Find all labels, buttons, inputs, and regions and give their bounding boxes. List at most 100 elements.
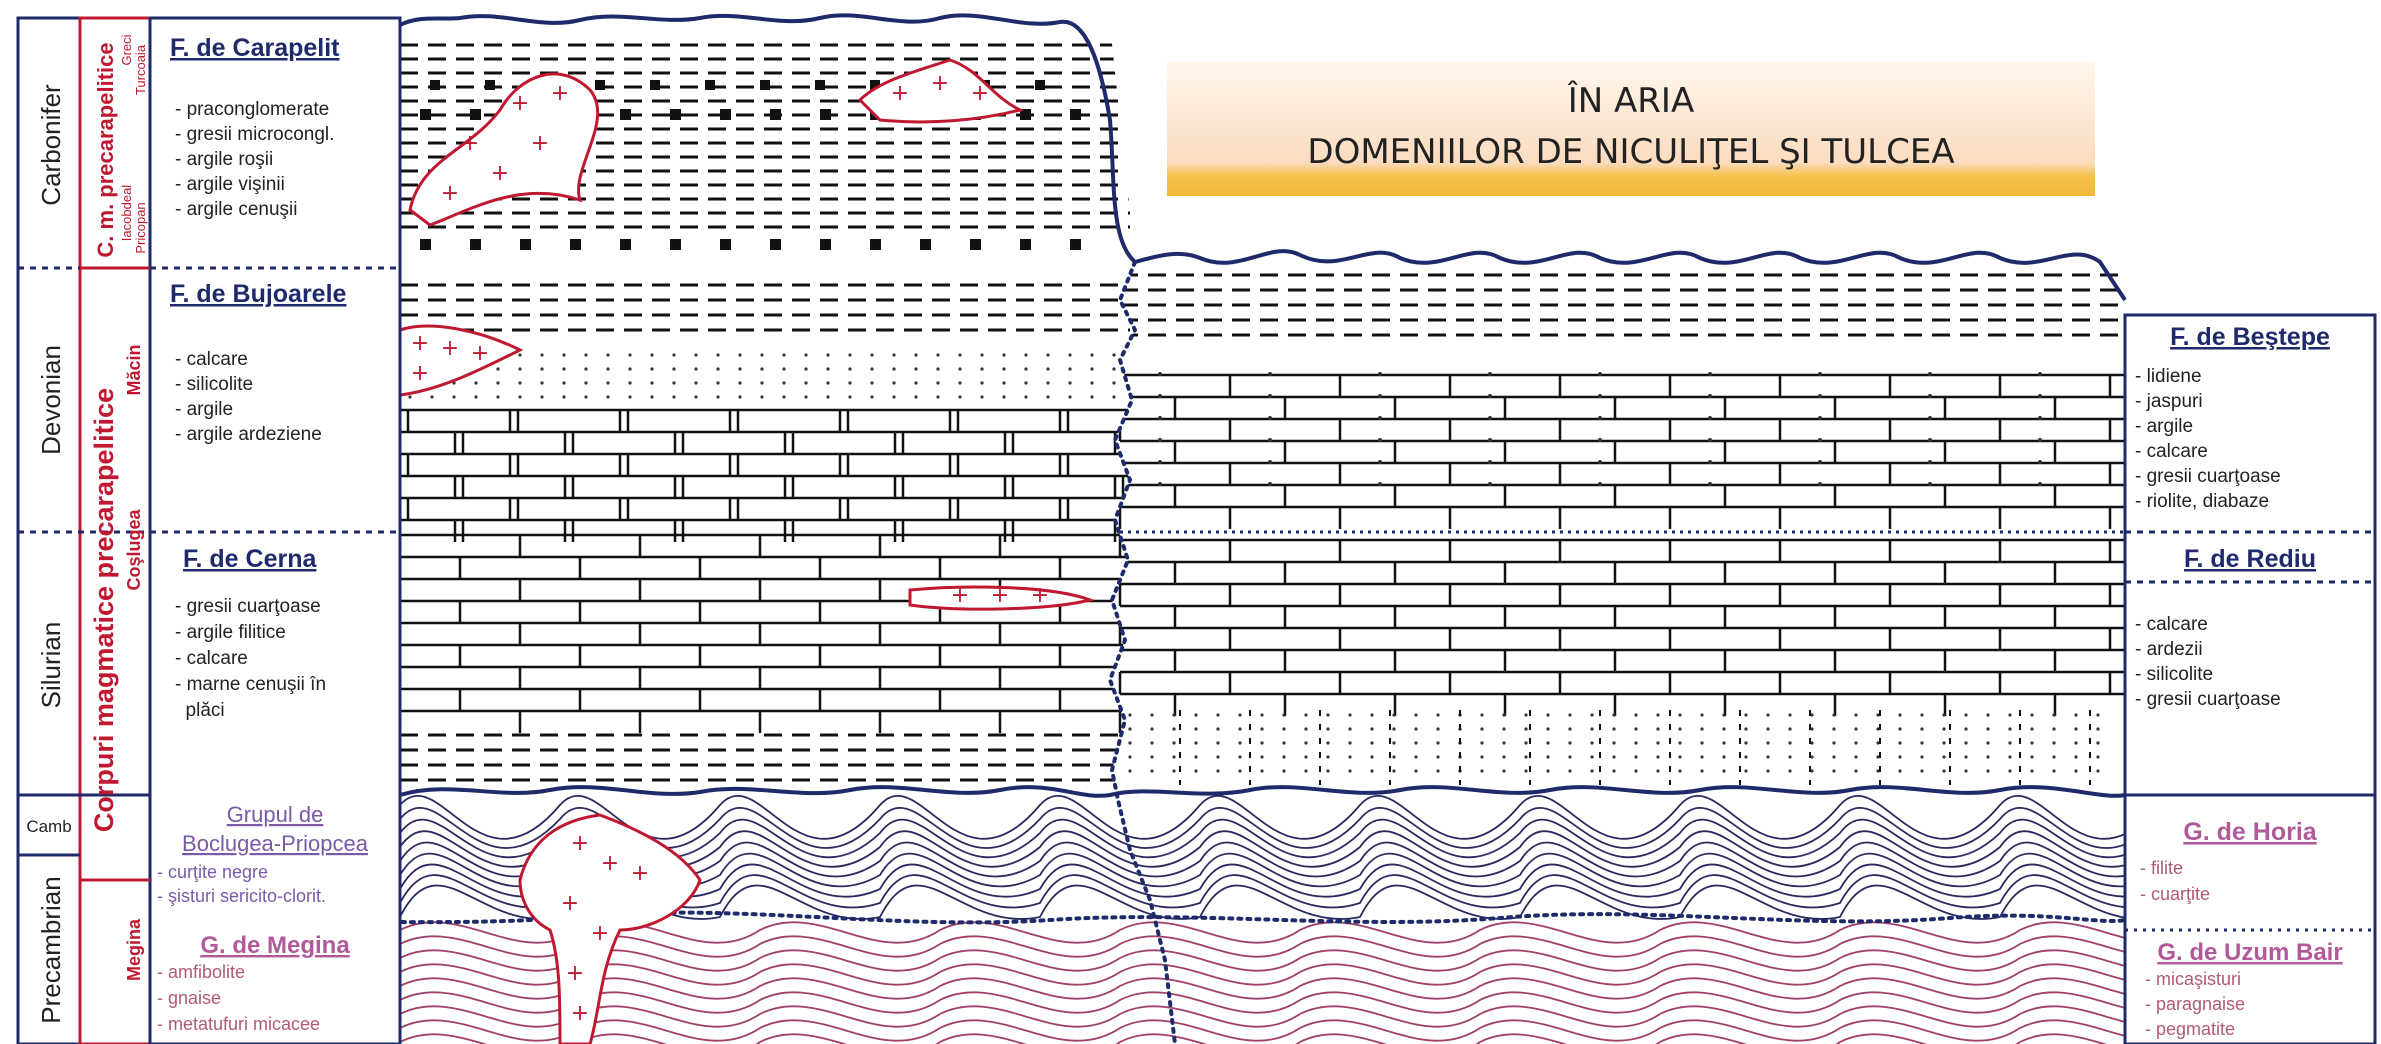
period-cambrian: Camb (26, 817, 71, 836)
svg-text:+: + (971, 81, 989, 106)
list-item: - riolite, diabaze (2135, 491, 2269, 512)
svg-text:+: + (1031, 583, 1049, 608)
svg-text:+: + (471, 341, 489, 366)
svg-text:+: + (441, 181, 459, 206)
list-item: - calcare (2135, 441, 2208, 462)
list-item: - filite (2140, 858, 2183, 878)
list-item: - calcare (175, 648, 248, 669)
list-item: - argile filitice (175, 622, 286, 643)
group-title: Boclugea-Priopcea (182, 831, 369, 856)
group-horia: G. de Horia - filite - cuarţite (2140, 818, 2318, 904)
list-item: - amfibolite (157, 962, 245, 982)
list-item: - ardezii (2135, 639, 2203, 660)
corp-megina: Megina (124, 918, 144, 981)
group-title: G. de Uzum Bair (2157, 939, 2342, 966)
list-item: - metatufuri micacee (157, 1014, 320, 1034)
formation-title: F. de Beştepe (2170, 323, 2330, 351)
svg-text:+: + (601, 851, 619, 876)
formation-carapelit: F. de Carapelit - praconglomerate - gres… (170, 34, 340, 220)
right-strata-pattern (1118, 273, 2125, 785)
group-uzum-bair: G. de Uzum Bair - micaşisturi - paragnai… (2145, 939, 2343, 1039)
list-item: - marne cenuşii în (175, 674, 326, 695)
svg-text:+: + (591, 921, 609, 946)
formation-title: F. de Carapelit (170, 34, 340, 62)
formation-rediu: F. de Rediu - calcare - ardezii - silico… (2135, 545, 2316, 710)
svg-text:+: + (441, 336, 459, 361)
group-title: Grupul de (227, 802, 324, 827)
banner-line-1: ÎN ARIA (1567, 80, 1694, 121)
group-title: G. de Horia (2183, 818, 2317, 846)
list-item: - argile cenuşii (175, 199, 298, 220)
list-item: - gresii cuarţoase (175, 596, 321, 617)
list-item: - argile (175, 399, 233, 420)
list-item: - şisturi sericito-clorit. (157, 886, 326, 906)
corp-coslugea: Coşlugea (124, 509, 144, 591)
list-item: - curţite negre (157, 862, 268, 882)
svg-text:+: + (631, 861, 649, 886)
list-item: - pegmatite (2145, 1019, 2235, 1039)
svg-text:+: + (571, 1001, 589, 1026)
list-item: - lidiene (2135, 366, 2202, 387)
formation-title: F. de Rediu (2184, 545, 2316, 573)
formation-bujoarele: F. de Bujoarele - calcare - silicolite -… (170, 280, 347, 445)
formation-title: F. de Cerna (183, 545, 317, 573)
right-legend-frame (2123, 313, 2377, 1044)
list-item: - gresii microcongl. (175, 124, 334, 145)
list-item: - argile (2135, 416, 2193, 437)
svg-text:+: + (991, 583, 1009, 608)
svg-text:+: + (951, 583, 969, 608)
banner-line-2: DOMENIILOR DE NICULIŢEL ŞI TULCEA (1307, 132, 1954, 172)
group-title: G. de Megina (200, 932, 350, 959)
list-item: - silicolite (175, 374, 253, 395)
group-boclugea: Grupul de Boclugea-Priopcea - curţite ne… (157, 802, 369, 906)
left-legend-frame (16, 16, 402, 1044)
corp-sub-greci: Greci (119, 34, 134, 65)
list-item: - argile roşii (175, 149, 273, 170)
svg-text:+: + (571, 831, 589, 856)
corp-macin: Măcin (124, 344, 144, 395)
period-carbonifer: Carbonifer (36, 84, 66, 206)
corp-carbon-label: C. m. precarapelitice (93, 42, 118, 257)
list-item: - argile vişinii (175, 174, 285, 195)
list-item: - silicolite (2135, 664, 2213, 685)
list-item: - argile ardeziene (175, 424, 322, 445)
list-item: - gresii cuarţoase (2135, 689, 2281, 710)
left-strata-pattern (400, 43, 1130, 782)
svg-text:+: + (566, 961, 584, 986)
svg-text:+: + (411, 361, 429, 386)
list-item: - gnaise (157, 988, 221, 1008)
corp-sub-iacobdeal: Iacobdeal (119, 185, 134, 241)
corp-sub-pricopan: Pricopan (133, 202, 148, 253)
list-item: - cuarţite (2140, 884, 2210, 904)
list-item: - calcare (2135, 614, 2208, 635)
period-precambrian: Precambrian (36, 876, 66, 1023)
list-item: plăci (175, 700, 225, 721)
svg-text:+: + (551, 81, 569, 106)
list-item: - micaşisturi (2145, 969, 2241, 989)
svg-text:+: + (931, 71, 949, 96)
corp-sub-turcoaia: Turcoaia (133, 44, 148, 95)
svg-text:+: + (511, 91, 529, 116)
right-top-surface (1134, 249, 2127, 302)
list-item: - praconglomerate (175, 99, 329, 120)
svg-text:+: + (461, 131, 479, 156)
period-silurian: Silurian (36, 622, 66, 709)
svg-text:+: + (891, 81, 909, 106)
left-top-surface (399, 13, 1137, 264)
formation-title: F. de Bujoarele (170, 280, 347, 308)
list-item: - paragnaise (2145, 994, 2245, 1014)
corp-main-label: Corpuri magmatice precarapelitice (89, 388, 119, 832)
svg-text:+: + (411, 331, 429, 356)
list-item: - calcare (175, 349, 248, 370)
formation-bestepe: F. de Beştepe - lidiene - jaspuri - argi… (2135, 323, 2330, 512)
group-megina: G. de Megina - amfibolite - gnaise - met… (157, 932, 350, 1034)
banner: ÎN ARIA DOMENIILOR DE NICULIŢEL ŞI TULCE… (1167, 62, 2095, 196)
svg-text:+: + (531, 131, 549, 156)
list-item: - gresii cuarţoase (2135, 466, 2281, 487)
granitic-intrusions: +++++++++++++++++++++++ (398, 58, 1096, 1044)
domain-boundary-dotted (1107, 260, 1177, 1044)
period-devonian: Devonian (36, 345, 66, 455)
unconformity-surface (399, 785, 2126, 798)
svg-text:+: + (491, 161, 509, 186)
